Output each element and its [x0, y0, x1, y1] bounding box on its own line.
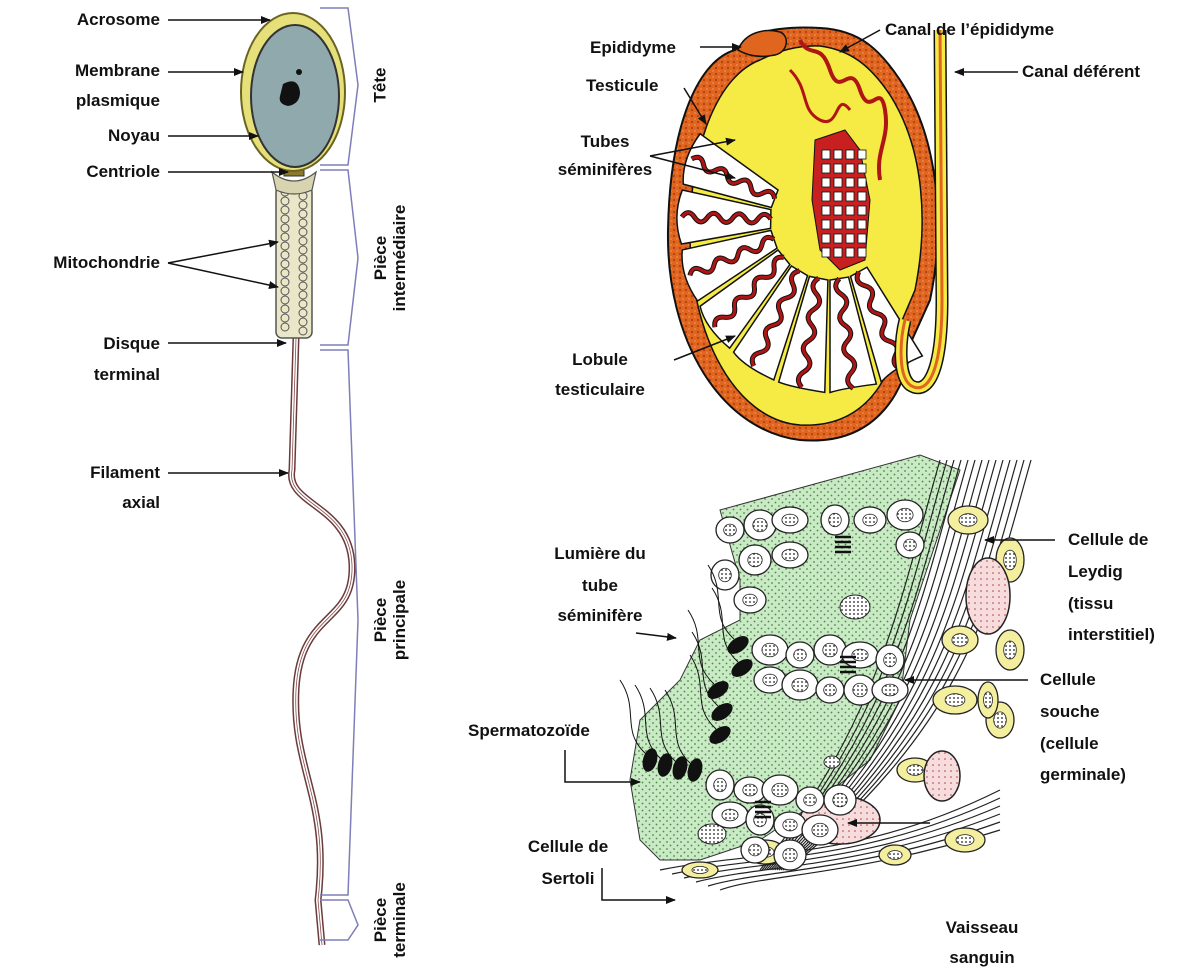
- label-disque-line2: terminal: [20, 364, 160, 385]
- label-lumiere-line1: Lumière du: [530, 543, 670, 564]
- label-testicule: Testicule: [586, 75, 658, 96]
- label-filament-line2: axial: [20, 492, 160, 513]
- label-membrane-line2: plasmique: [20, 90, 160, 111]
- spermatozoon-drawing: [241, 13, 352, 945]
- label-noyau: Noyau: [20, 125, 160, 146]
- label-souche-line4: germinale): [1040, 764, 1126, 785]
- label-canal-epididyme: Canal de l’épididyme: [885, 19, 1054, 40]
- tubule-section: [620, 455, 1031, 890]
- label-acrosome: Acrosome: [20, 9, 160, 30]
- label-mitochondrie: Mitochondrie: [0, 252, 160, 273]
- label-canal-deferent: Canal déférent: [1022, 61, 1140, 82]
- label-vaisseau-line1: Vaisseau: [912, 917, 1052, 938]
- label-spermatozoide: Spermatozoïde: [468, 720, 590, 741]
- label-lumiere-line2: tube: [530, 575, 670, 596]
- label-sertoli-line1: Cellule de: [498, 836, 638, 857]
- label-leydig-line1: Cellule de: [1068, 529, 1148, 550]
- label-souche-line1: Cellule: [1040, 669, 1096, 690]
- label-leydig-line3: (tissu: [1068, 593, 1113, 614]
- label-lobule-line2: testiculaire: [530, 379, 670, 400]
- epididymis-cap: [738, 31, 786, 57]
- label-centriole: Centriole: [20, 161, 160, 182]
- label-disque-line1: Disque: [20, 333, 160, 354]
- label-lumiere-line3: séminifère: [530, 605, 670, 626]
- label-souche-line3: (cellule: [1040, 733, 1099, 754]
- testis-drawing: [668, 27, 942, 440]
- label-epididyme: Epididyme: [590, 37, 676, 58]
- label-tubes-line2: séminifères: [525, 159, 685, 180]
- label-souche-line2: souche: [1040, 701, 1100, 722]
- label-tubes-line1: Tubes: [535, 131, 675, 152]
- region-tete: Tête: [371, 68, 390, 103]
- label-sertoli-line2: Sertoli: [498, 868, 638, 889]
- label-lobule-line1: Lobule: [530, 349, 670, 370]
- label-leydig-line4: interstitiel): [1068, 624, 1155, 645]
- label-membrane-line1: Membrane: [20, 60, 160, 81]
- label-vaisseau-line2: sanguin: [912, 947, 1052, 968]
- label-filament-line1: Filament: [20, 462, 160, 483]
- label-leydig-line2: Leydig: [1068, 561, 1123, 582]
